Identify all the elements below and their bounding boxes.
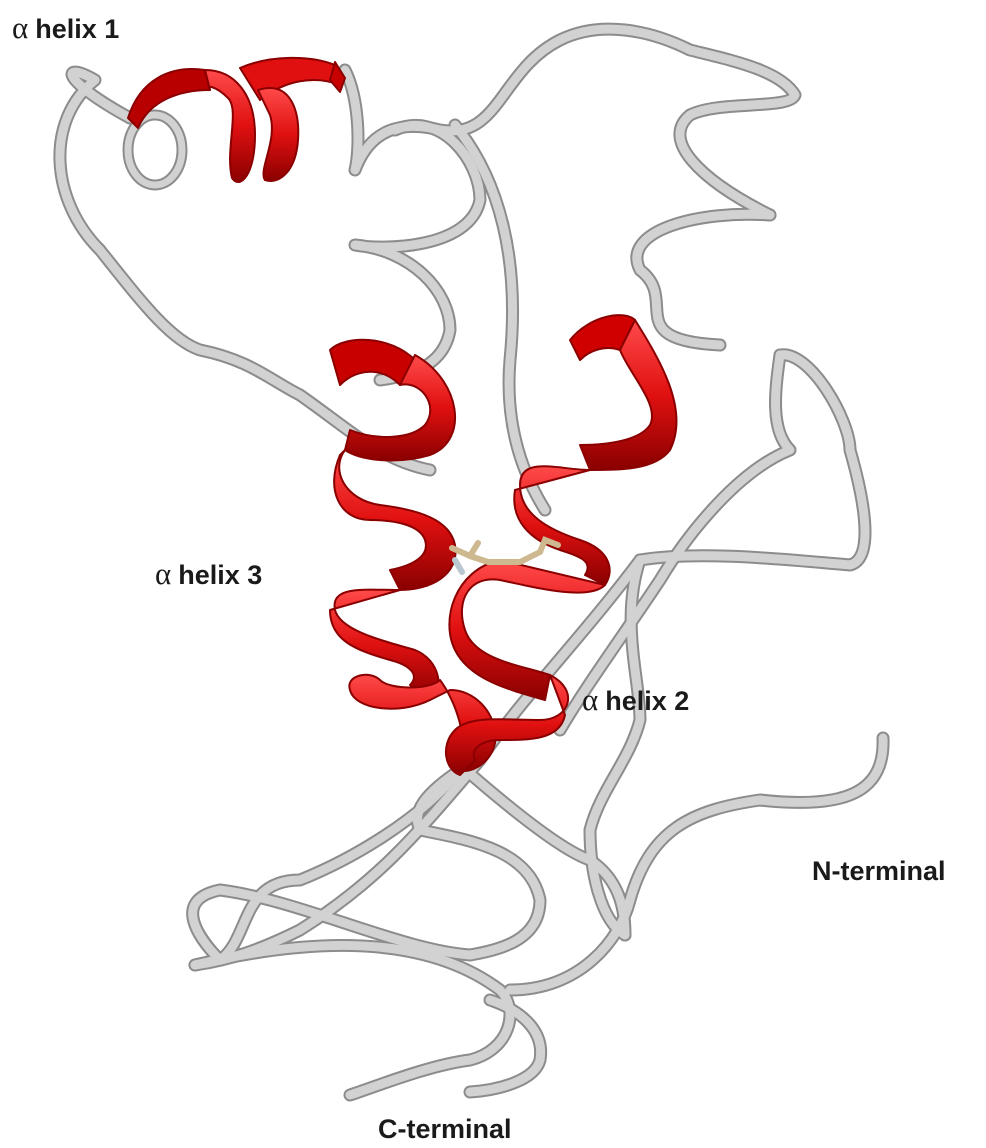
alpha-symbol: α — [155, 556, 171, 591]
label-text: helix 1 — [35, 14, 119, 44]
label-text: helix 2 — [605, 686, 689, 716]
coil-segment-lower-right — [640, 355, 865, 565]
label-text: helix 3 — [178, 560, 262, 590]
label-c-terminal: C-terminal — [378, 1116, 512, 1143]
coil-segment-mid-thread — [455, 125, 545, 510]
alpha-symbol: α — [12, 10, 28, 45]
label-n-terminal: N-terminal — [812, 858, 946, 885]
alpha-symbol: α — [582, 682, 598, 717]
